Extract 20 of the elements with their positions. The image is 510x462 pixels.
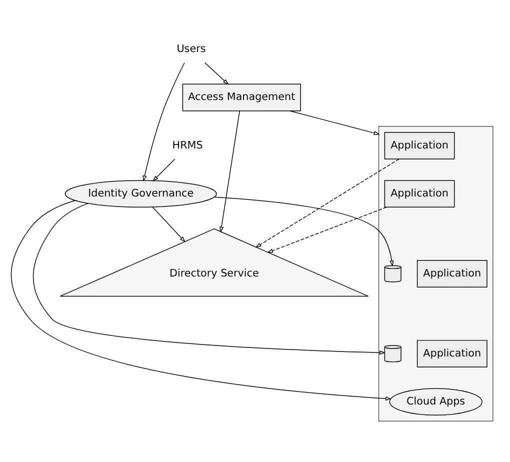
node-text: Users [176,42,206,55]
arrow [152,206,186,242]
arrow [32,202,386,354]
node-box: Access Management [182,83,301,111]
arrow [219,110,240,232]
arrow [204,62,229,84]
node-text: HRMS [172,138,203,151]
node-box: Application [384,180,455,208]
arrow [267,206,387,252]
node-box: Application [384,131,455,159]
arrow [214,196,394,266]
node-box: Application [416,339,488,367]
arrow [289,110,380,134]
node-box: Application [416,260,488,287]
arrow [10,200,392,400]
arrow [152,158,176,181]
arrow [255,158,400,248]
arrow [142,62,185,182]
node-ellipse: Cloud Apps [389,388,482,416]
node-ellipse: Identity Governance [64,180,217,208]
